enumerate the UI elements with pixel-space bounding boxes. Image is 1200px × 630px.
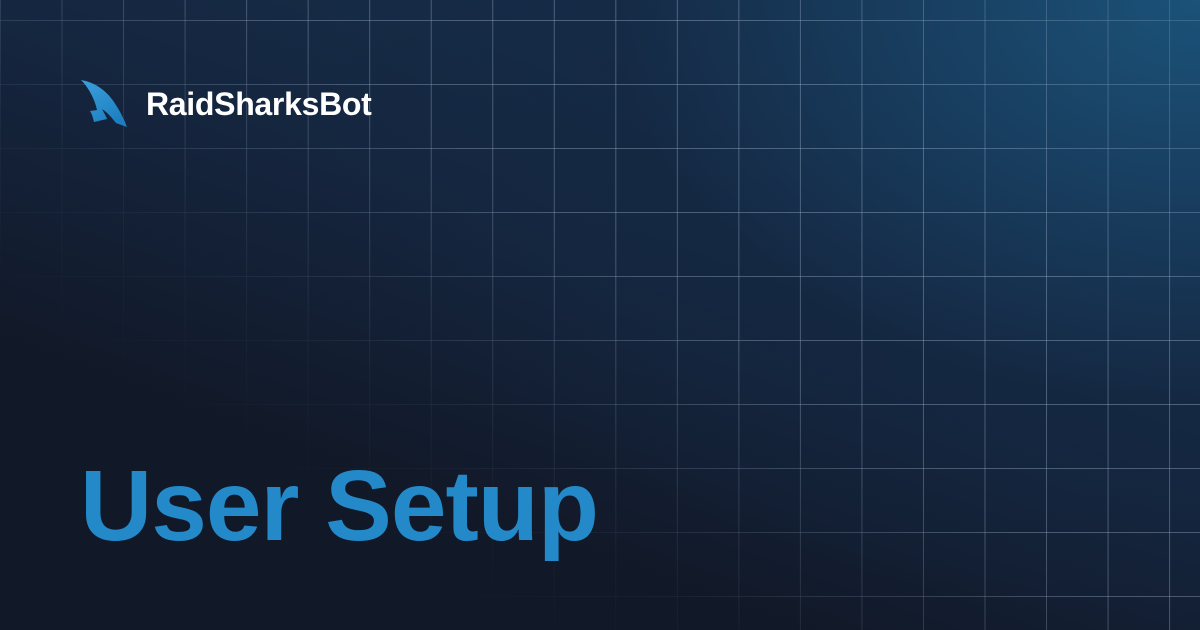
shark-fin-icon bbox=[81, 80, 127, 127]
brand-header: RaidSharksBot bbox=[80, 78, 372, 128]
page-title: User Setup bbox=[80, 450, 599, 562]
brand-name: RaidSharksBot bbox=[146, 86, 372, 122]
